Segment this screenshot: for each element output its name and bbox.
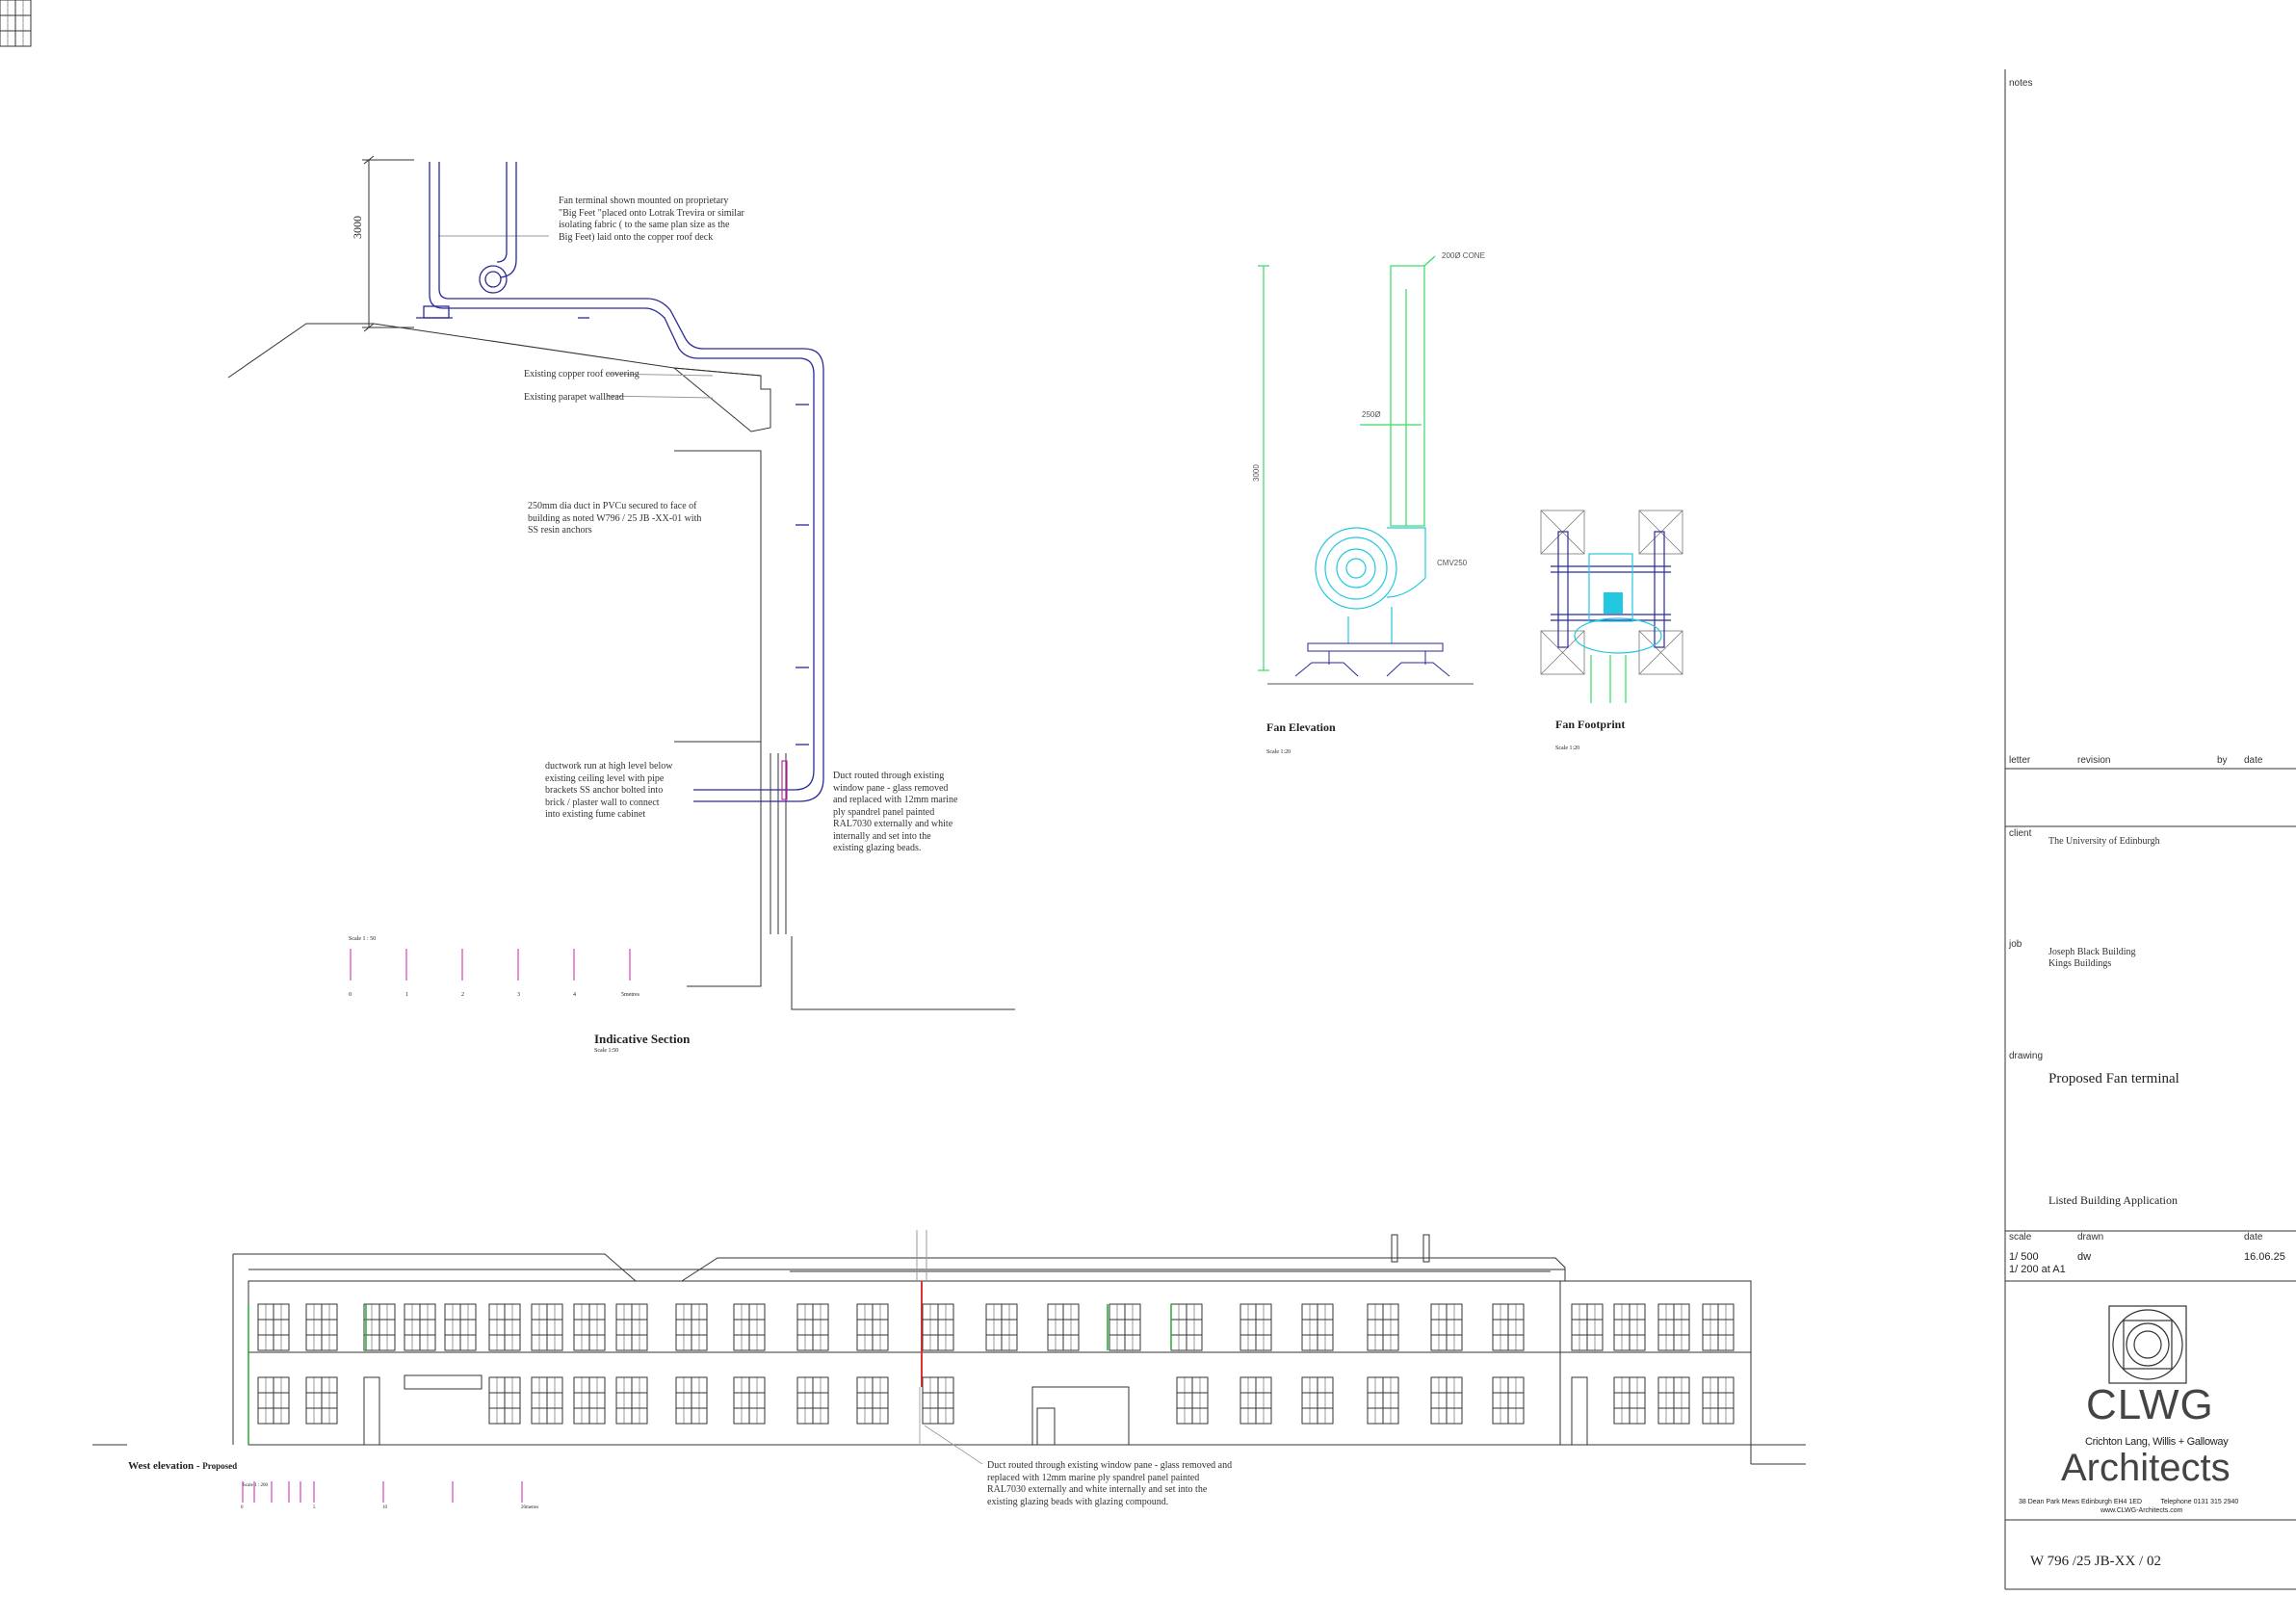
section-title-scale: Scale 1:50 [594,1048,619,1054]
fan-elevation-title: Fan Elevation [1266,720,1336,734]
drawing-label: drawing [2009,1051,2044,1061]
fan-elevation-drawing [1258,255,1474,685]
revision-label: revision [2077,755,2111,766]
section-scale-tick-0: 0 [349,992,352,998]
elevation-scale-tick-7: 20metres [521,1505,539,1510]
title-block-frame [2004,69,2296,1590]
practice-website: www.CLWG-Architects.com [2100,1507,2183,1514]
drawing-value: Proposed Fan terminal [2048,1071,2179,1086]
section-scale-tick-4: 4 [573,992,576,998]
section-drawing [227,155,1015,1010]
elevation-scale-tick-5: 10 [382,1505,387,1510]
elevation-window-note: Duct routed through existing window pane… [987,1460,1233,1507]
by-label: by [2217,755,2228,766]
west-elevation-title-sub: Proposed [202,1461,238,1471]
letter-label: letter [2009,755,2031,766]
section-scale-tick-5: 5metres [621,992,639,998]
ductwork-note: ductwork run at high level below existin… [545,761,673,820]
fan-model-label: CMV250 [1437,559,1468,567]
west-elevation-title: West elevation - Proposed [128,1460,237,1472]
fan-dim-3000: 3000 [1252,464,1261,482]
logo-architects: Architects [2061,1447,2231,1489]
scale-label: scale [2009,1232,2032,1243]
parapet-note: Existing parapet wallhead [524,392,624,403]
west-elevation-windows [0,0,1735,1446]
practice-address: 38 Dean Park Mews Edinburgh EH4 1ED Tele… [2019,1499,2239,1505]
fan-diameter-label: 250Ø [1362,410,1381,419]
section-scale-bar [350,949,631,981]
client-label: client [2009,828,2032,839]
section-scale-tick-2: 2 [461,992,464,998]
fan-terminal-note: Fan terminal shown mounted on proprietar… [559,196,744,243]
section-dim-3000: 3000 [351,216,364,239]
job-value: Joseph Black Building Kings Buildings [2048,947,2136,969]
drawn-label: drawn [2077,1232,2104,1243]
date-value: 16.06.25 [2244,1251,2285,1263]
section-scale-label: Scale 1 : 50 [349,936,377,942]
drawing-number: W 796 /25 JB-XX / 02 [2030,1554,2161,1569]
drawn-value: dw [2077,1251,2092,1263]
copper-roof-note: Existing copper roof covering [524,369,639,379]
date-label: date [2244,755,2263,766]
section-scale-tick-1: 1 [405,992,408,998]
west-elevation-drawing [92,1230,1806,1465]
job-label: job [2009,939,2022,950]
section-title: Indicative Section [594,1032,691,1046]
logo-subtitle: Crichton Lang, Willis + Galloway [2085,1436,2229,1448]
section-scale-tick-3: 3 [517,992,520,998]
elevation-scale-bar [242,1481,523,1503]
elevation-scale-tick-0: 0 [241,1505,244,1510]
notes-label: notes [2009,78,2033,89]
fan-footprint-drawing [1540,510,1683,703]
window-pane-note: Duct routed through existing window pane… [833,771,958,853]
fan-cone-label: 200Ø CONE [1442,251,1485,260]
fan-elevation-title-scale: Scale 1:20 [1266,749,1292,755]
application-type: Listed Building Application [2048,1193,2178,1207]
duct-run [416,162,824,802]
logo-text: CLWG [2086,1381,2214,1428]
date2-label: date [2244,1232,2263,1243]
duct-note: 250mm dia duct in PVCu secured to face o… [528,501,702,536]
west-elevation-title-main: West elevation - [128,1460,203,1472]
scale-value: 1/ 500 1/ 200 at A1 [2009,1251,2066,1275]
elevation-scale-label: Scale 1 : 200 [243,1483,268,1488]
elevation-scale-tick-4: 5 [313,1505,316,1510]
client-value: The University of Edinburgh [2048,836,2160,847]
fan-footprint-title-scale: Scale 1:20 [1555,746,1580,751]
fan-footprint-title: Fan Footprint [1555,718,1626,731]
clwg-logo-mark [2108,1305,2187,1384]
